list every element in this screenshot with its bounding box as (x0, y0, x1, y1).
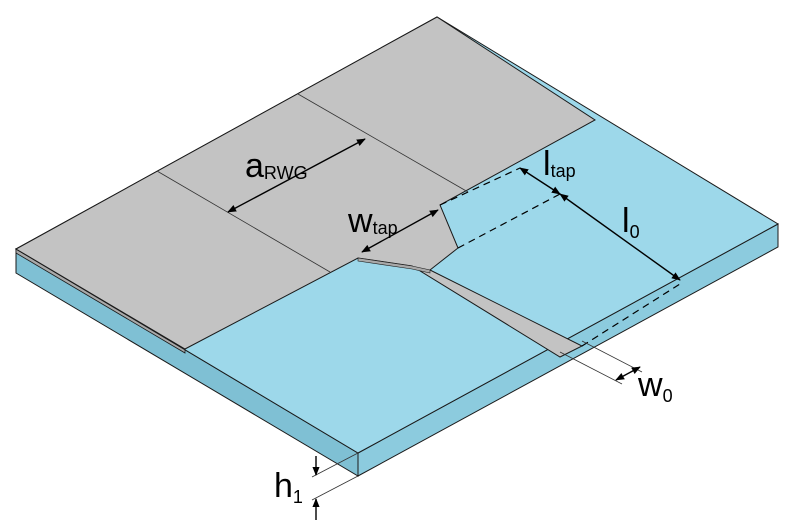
dim-a-rwg (227, 138, 366, 213)
dim-w-tap (361, 209, 439, 253)
label-l-tap: ltap (543, 145, 576, 183)
h1-extension-bottom (311, 475, 359, 501)
label-a-rwg: aRWG (245, 147, 308, 185)
section-line-2 (297, 93, 469, 193)
w0-extension-2 (581, 340, 643, 373)
label-w-tap: wtap (347, 202, 398, 240)
dashed-taper-end (457, 193, 561, 249)
section-line-1 (156, 170, 331, 273)
dashed-line-start (439, 167, 521, 206)
h1-extension-top (311, 452, 359, 478)
w0-extension-1 (559, 351, 623, 385)
label-l-0: l0 (622, 202, 640, 242)
dim-l-tap (519, 167, 561, 195)
dim-w-0 (615, 366, 641, 381)
dashed-line-end (581, 283, 681, 347)
label-h-1: h1 (274, 467, 303, 507)
dim-l-0 (559, 193, 681, 281)
label-w-0: w0 (637, 366, 673, 406)
taper-wall-left (357, 257, 431, 274)
